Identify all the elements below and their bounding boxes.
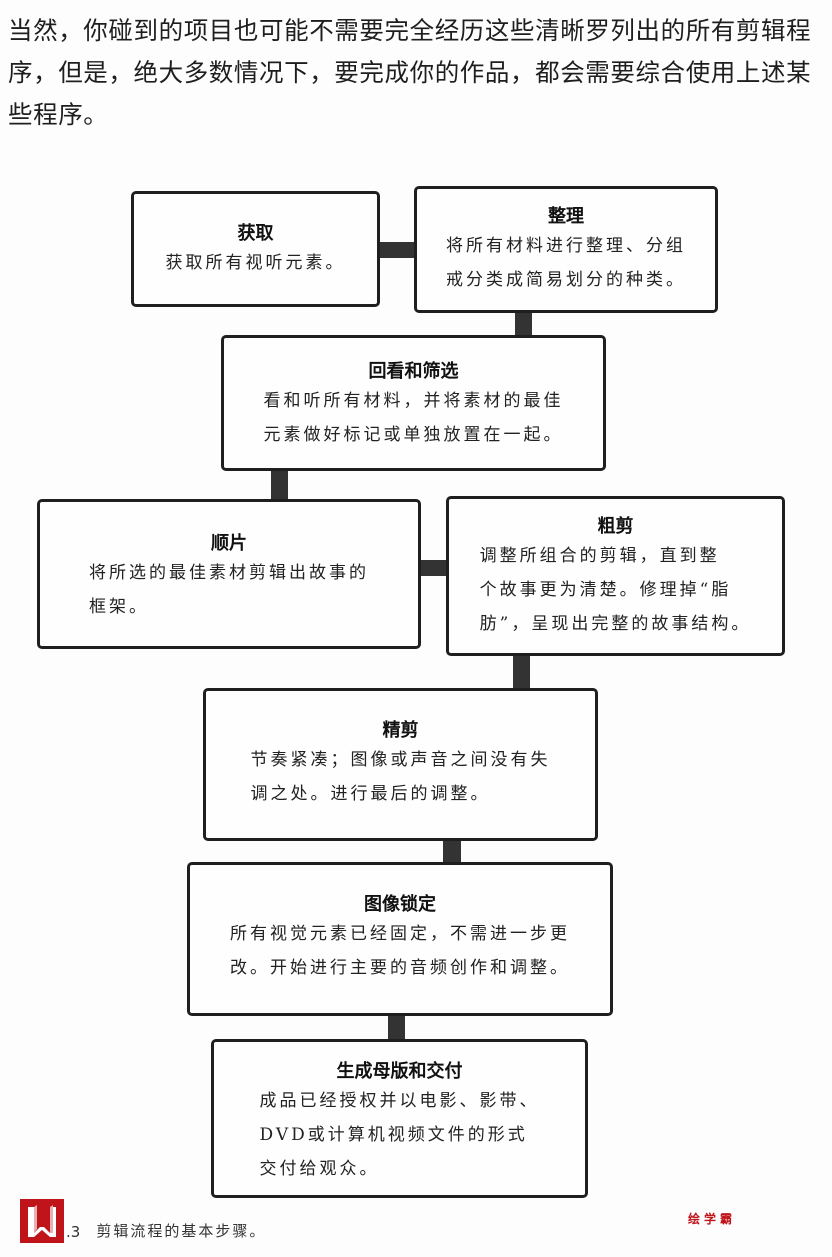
step-description: 所有视觉元素已经固定，不需进一步更 改。开始进行主要的音频创作和调整。: [230, 924, 570, 978]
step-box-fine-cut: 精剪 节奏紧凑；图像或声音之间没有失 调之处。进行最后的调整。: [203, 688, 598, 841]
step-title: 回看和筛选: [368, 361, 459, 382]
figure-caption-text: 剪辑流程的基本步骤。: [96, 1222, 267, 1240]
publisher-w-logo-icon: [20, 1199, 64, 1243]
figure-number: .3: [66, 1223, 81, 1241]
connector-assembly-roughcut: [418, 560, 448, 576]
step-box-assembly: 顺片 将所选的最佳素材剪辑出故事的 框架。: [37, 499, 421, 649]
connector-roughcut-finecut: [513, 653, 530, 691]
step-box-picture-lock: 图像锁定 所有视觉元素已经固定，不需进一步更 改。开始进行主要的音频创作和调整。: [187, 862, 613, 1016]
step-title: 粗剪: [597, 516, 634, 537]
step-box-rough-cut: 粗剪 调整所组合的剪辑，直到整 个故事更为清楚。修理掉“脂 肪”，呈现出完整的故…: [446, 496, 785, 656]
step-description: 看和听所有材料，并将素材的最佳 元素做好标记或单独放置在一起。: [263, 391, 564, 445]
connector-organize-review: [515, 310, 532, 338]
step-description: 获取所有视听元素。: [165, 253, 346, 273]
step-box-master-deliver: 生成母版和交付 成品已经授权并以电影、影带、 DVD或计算机视频文件的形式 交付…: [211, 1039, 588, 1198]
connector-acquire-organize: [377, 242, 417, 258]
step-title: 顺片: [211, 533, 247, 554]
step-title: 图像锁定: [364, 894, 436, 915]
step-box-acquire: 获取 获取所有视听元素。: [131, 191, 380, 307]
step-title: 精剪: [382, 720, 419, 741]
step-description: 调整所组合的剪辑，直到整 个故事更为清楚。修理掉“脂 肪”，呈现出完整的故事结构…: [479, 546, 752, 634]
step-description: 节奏紧凑；图像或声音之间没有失 调之处。进行最后的调整。: [250, 750, 551, 804]
step-box-organize: 整理 将所有材料进行整理、分组 戒分类成简易划分的种类。: [414, 186, 718, 313]
connector-review-assembly: [271, 468, 288, 502]
connector-finecut-picturelock: [443, 838, 461, 865]
watermark: 绘学霸: [688, 1212, 737, 1226]
step-description: 成品已经授权并以电影、影带、 DVD或计算机视频文件的形式 交付给观众。: [259, 1091, 540, 1179]
step-title: 生成母版和交付: [336, 1061, 463, 1082]
step-description: 将所有材料进行整理、分组 戒分类成简易划分的种类。: [446, 236, 686, 290]
step-title: 整理: [548, 206, 584, 227]
connector-picturelock-master: [388, 1013, 405, 1042]
step-box-review-select: 回看和筛选 看和听所有材料，并将素材的最佳 元素做好标记或单独放置在一起。: [221, 335, 606, 471]
step-description: 将所选的最佳素材剪辑出故事的 框架。: [89, 563, 369, 617]
figure-caption: .3 剪辑流程的基本步骤。: [20, 1198, 266, 1243]
step-title: 获取: [237, 223, 274, 244]
intro-paragraph: 当然，你碰到的项目也可能不需要完全经历这些清晰罗列出的所有剪辑程序，但是，绝大多…: [8, 16, 812, 129]
